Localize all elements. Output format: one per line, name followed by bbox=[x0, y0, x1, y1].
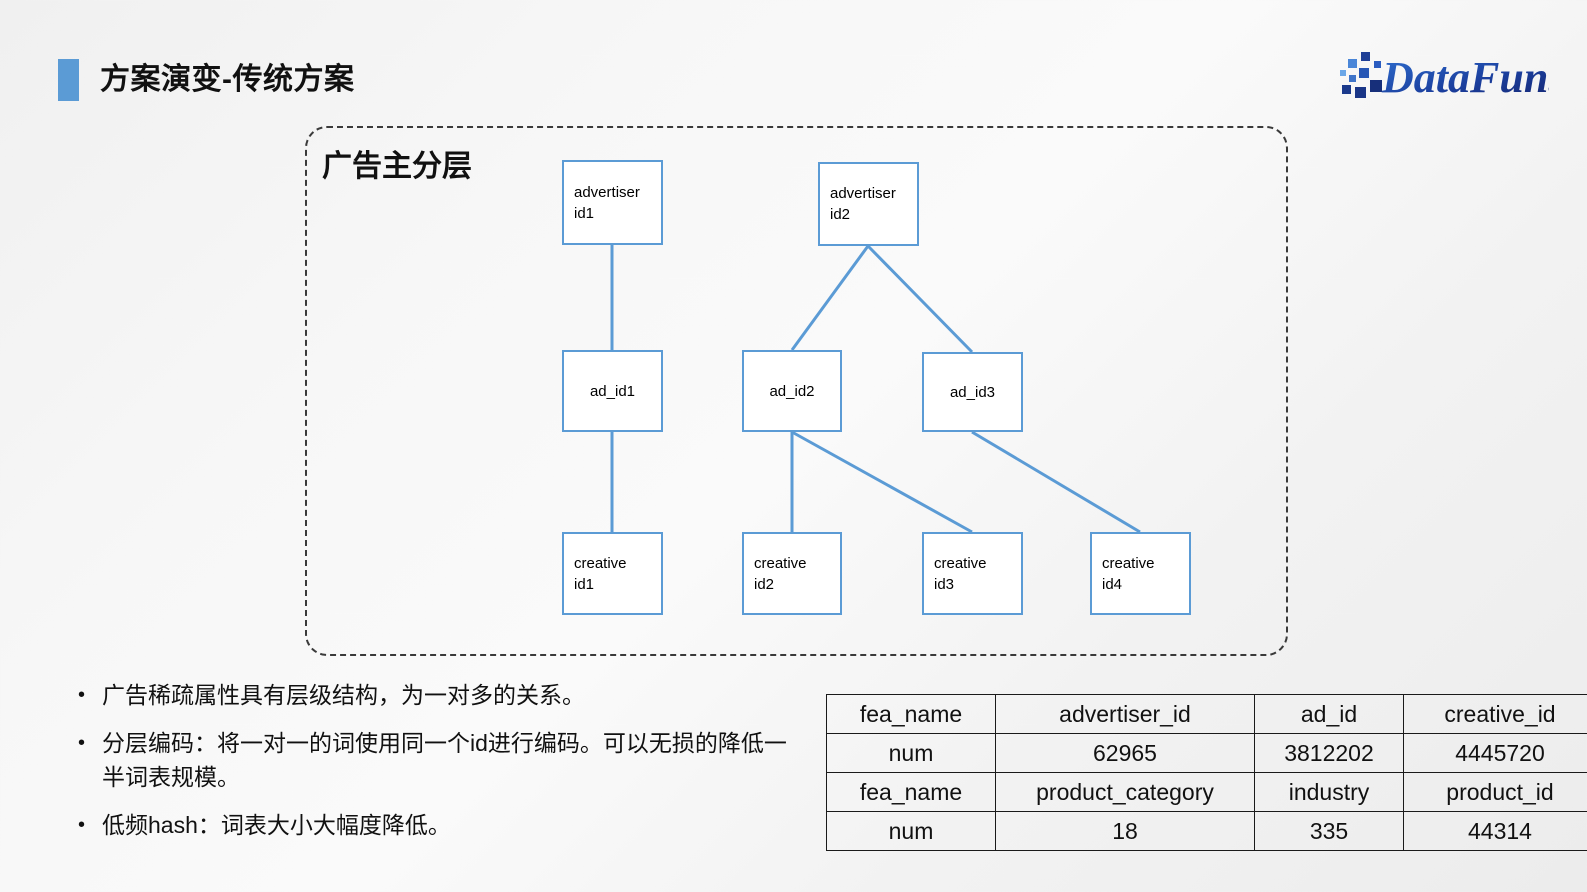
table-cell: num bbox=[826, 733, 996, 773]
bullet-marker: • bbox=[78, 732, 86, 754]
bullet-marker: • bbox=[78, 684, 86, 706]
advertiser-hierarchy-panel bbox=[305, 126, 1288, 656]
table-cell: creative_id bbox=[1403, 694, 1587, 734]
table-cell: advertiser_id bbox=[995, 694, 1255, 734]
table-cell: 4445720 bbox=[1403, 733, 1587, 773]
table-cell: product_id bbox=[1403, 772, 1587, 812]
table-cell: 3812202 bbox=[1254, 733, 1404, 773]
table-row: fea_name product_category industry produ… bbox=[826, 772, 1587, 812]
table-cell: ad_id bbox=[1254, 694, 1404, 734]
node-creative-id4[interactable]: creative id4 bbox=[1090, 532, 1191, 615]
node-label-line1: creative bbox=[1102, 554, 1155, 572]
datafun-logo-svg: DataFun. bbox=[1340, 52, 1549, 102]
table-cell: industry bbox=[1254, 772, 1404, 812]
node-label-line2: id2 bbox=[830, 206, 851, 223]
table-row: fea_name advertiser_id ad_id creative_id bbox=[826, 694, 1587, 734]
node-ad-id1[interactable]: ad_id1 bbox=[562, 350, 663, 432]
node-label-line1: ad_id1 bbox=[589, 382, 636, 400]
node-label-line2: id2 bbox=[754, 575, 775, 593]
logo-pixel-dots bbox=[1340, 52, 1382, 98]
node-creative-id3[interactable]: creative id3 bbox=[922, 532, 1023, 615]
table-cell: num bbox=[826, 811, 996, 851]
table-cell: 18 bbox=[995, 811, 1255, 851]
node-label-line1: advertiser bbox=[574, 183, 640, 201]
datafun-logo: DataFun. bbox=[1334, 50, 1549, 102]
node-creative-id2[interactable]: creative id2 bbox=[742, 532, 842, 615]
feature-stats-table: fea_name advertiser_id ad_id creative_id… bbox=[826, 694, 1587, 851]
table-row: num 18 335 44314 bbox=[826, 811, 1587, 851]
table-cell: product_category bbox=[995, 772, 1255, 812]
bullet-list: • 广告稀疏属性具有层级结构，为一对多的关系。 • 分层编码：将一对一的词使用同… bbox=[78, 678, 798, 856]
node-label-line1: creative bbox=[754, 554, 807, 572]
table-cell: 62965 bbox=[995, 733, 1255, 773]
bullet-text: 分层编码：将一对一的词使用同一个id进行编码。可以无损的降低一半词表规模。 bbox=[102, 730, 787, 790]
group-title: 广告主分层 bbox=[322, 150, 472, 183]
node-label-line1: advertiser bbox=[830, 185, 896, 202]
node-advertiser-id2[interactable]: advertiser id2 bbox=[818, 162, 919, 246]
node-creative-id1[interactable]: creative id1 bbox=[562, 532, 663, 615]
bullet-marker: • bbox=[78, 814, 86, 836]
logo-wordmark: DataFun. bbox=[1381, 53, 1549, 102]
node-label-line2: id1 bbox=[574, 575, 595, 593]
node-label-line1: creative bbox=[934, 554, 987, 572]
node-label-line1: ad_id2 bbox=[769, 382, 815, 400]
node-ad-id2[interactable]: ad_id2 bbox=[742, 350, 842, 432]
table-cell: fea_name bbox=[826, 694, 996, 734]
node-advertiser-id1[interactable]: advertiser id1 bbox=[562, 160, 663, 245]
table-cell: 335 bbox=[1254, 811, 1404, 851]
node-label-line2: id3 bbox=[934, 575, 955, 593]
list-item: • 低频hash：词表大小大幅度降低。 bbox=[78, 808, 798, 842]
bullet-text: 低频hash：词表大小大幅度降低。 bbox=[102, 812, 451, 838]
table-cell: 44314 bbox=[1403, 811, 1587, 851]
page-title: 方案演变-传统方案 bbox=[100, 63, 355, 96]
node-ad-id3[interactable]: ad_id3 bbox=[922, 352, 1023, 432]
node-label-line1: ad_id3 bbox=[949, 383, 996, 401]
node-label-line2: id1 bbox=[574, 204, 595, 222]
list-item: • 广告稀疏属性具有层级结构，为一对多的关系。 bbox=[78, 678, 798, 712]
title-accent-bar bbox=[58, 59, 79, 101]
bullet-text: 广告稀疏属性具有层级结构，为一对多的关系。 bbox=[102, 682, 585, 708]
table-row: num 62965 3812202 4445720 bbox=[826, 733, 1587, 773]
node-label-line1: creative bbox=[574, 554, 627, 572]
node-label-line2: id4 bbox=[1102, 575, 1123, 593]
table-cell: fea_name bbox=[826, 772, 996, 812]
list-item: • 分层编码：将一对一的词使用同一个id进行编码。可以无损的降低一半词表规模。 bbox=[78, 726, 798, 794]
